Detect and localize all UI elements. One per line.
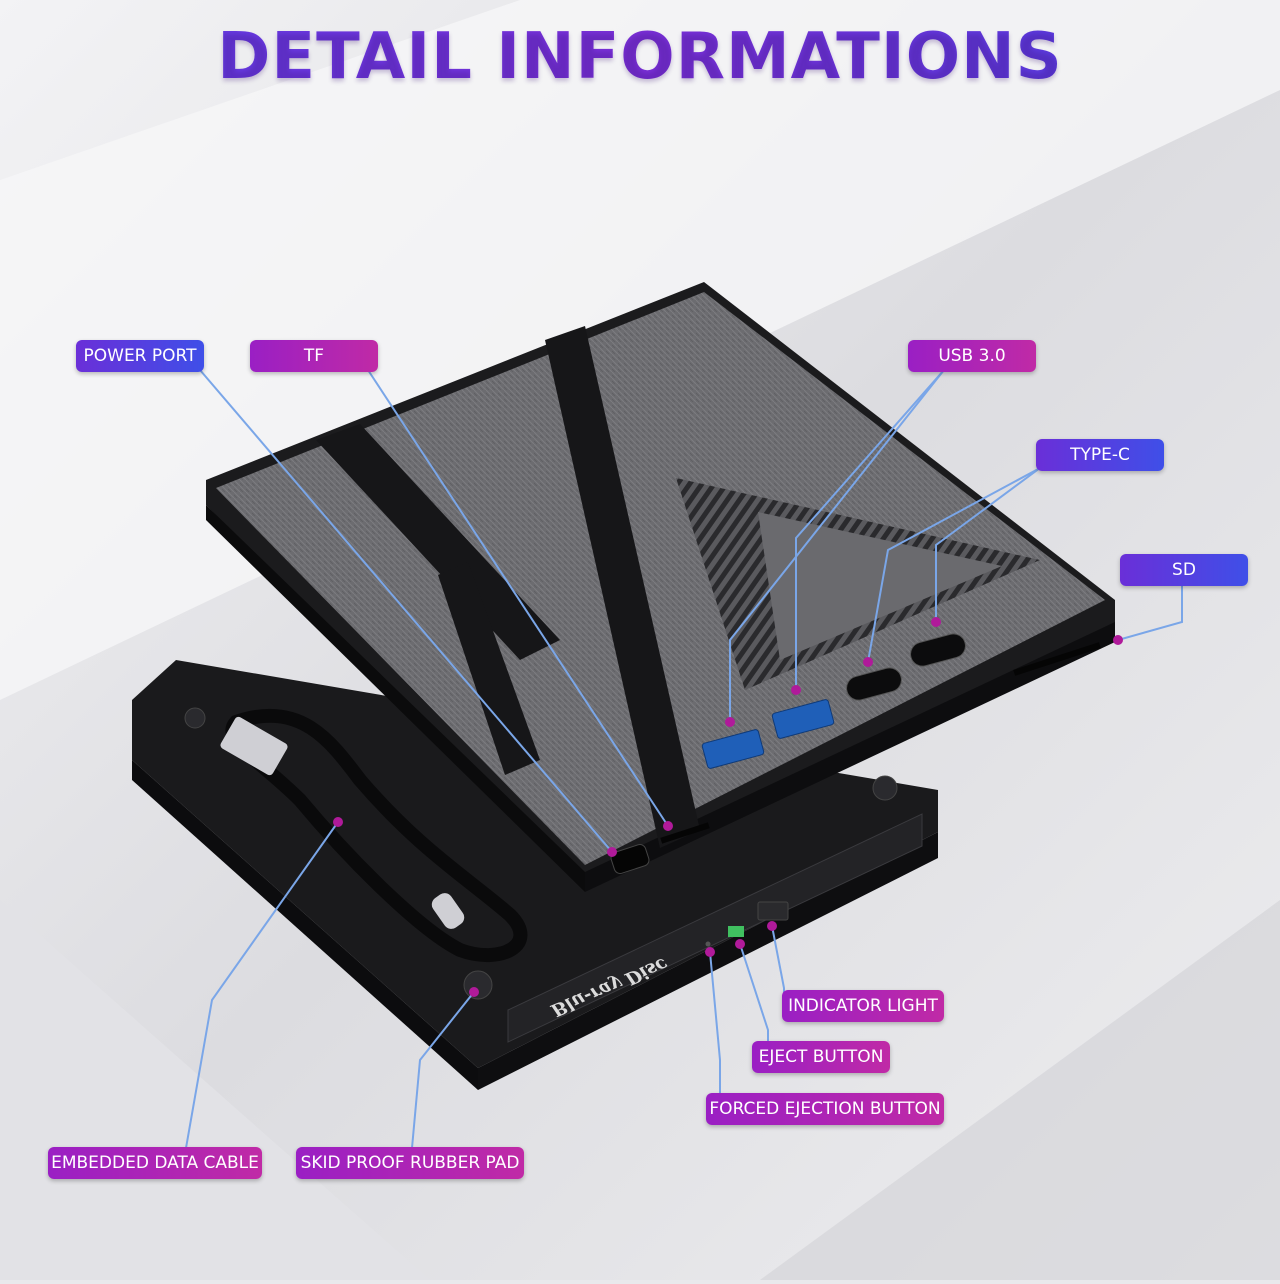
usb-port-2 — [771, 699, 835, 739]
rubber-pad — [872, 775, 898, 801]
type-c-port-1 — [846, 667, 902, 701]
eject-button-shape — [757, 901, 789, 921]
label-embedded-data-cable: EMBEDDED DATA CABLE — [48, 1147, 262, 1179]
callout-dots — [333, 617, 1123, 997]
rubber-pad — [184, 707, 206, 729]
usb-port-1 — [701, 729, 765, 769]
background-panel — [760, 900, 1280, 1280]
label-indicator-light: INDICATOR LIGHT — [782, 990, 944, 1022]
embedded-cable — [225, 708, 528, 963]
label-sd: SD — [1120, 554, 1248, 586]
leader-lines — [185, 369, 1183, 1149]
label-forced-ejection-button: FORCED EJECTION BUTTON — [706, 1093, 944, 1125]
background-panel — [0, 900, 430, 1280]
type-c-port-2 — [910, 633, 966, 667]
label-eject-button: EJECT BUTTON — [752, 1041, 890, 1073]
label-power-port: POWER PORT — [76, 340, 204, 372]
page-title: DETAIL INFORMATIONS — [0, 20, 1280, 94]
label-tf: TF — [250, 340, 378, 372]
tf-slot — [660, 822, 710, 844]
label-usb-3: USB 3.0 — [908, 340, 1036, 372]
usb-a-plug — [220, 716, 288, 776]
sd-slot — [1013, 642, 1101, 676]
label-type-c: TYPE-C — [1036, 439, 1164, 471]
power-port — [610, 844, 650, 874]
indicator-light — [728, 926, 744, 937]
forced-eject-hole — [705, 941, 711, 947]
label-skid-proof-rubber-pad: SKID PROOF RUBBER PAD — [296, 1147, 524, 1179]
usb-c-plug — [431, 893, 465, 929]
